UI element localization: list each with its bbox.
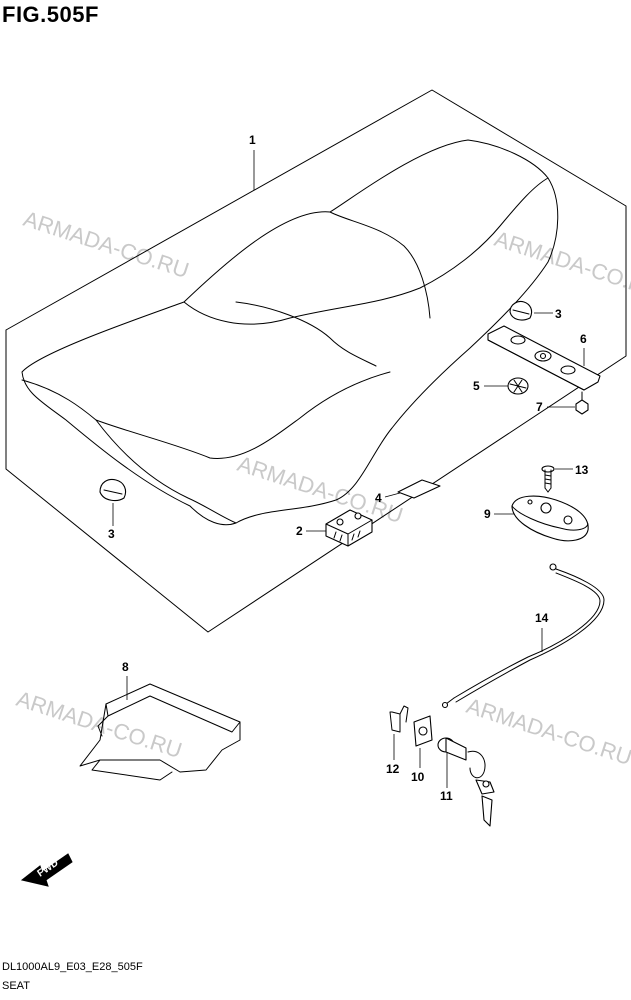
callout-9: 9: [484, 507, 491, 521]
leader-4: [384, 492, 401, 498]
assembly-frame: [5, 89, 627, 633]
callout-3b: 3: [555, 307, 562, 321]
callout-7: 7: [536, 400, 543, 414]
figure-title: FIG.505F: [2, 2, 99, 27]
callout-10: 10: [411, 770, 425, 784]
watermark-2: ARMADA-CO.RU: [491, 226, 631, 303]
figure-subtitle: SEAT: [2, 980, 30, 992]
screw: [541, 465, 555, 493]
callout-11: 11: [440, 789, 453, 803]
callout-1: 1: [249, 133, 256, 147]
callout-12: 12: [386, 762, 400, 776]
watermark-3: ARMADA-CO.RU: [234, 451, 406, 528]
lock-plate: [413, 715, 433, 747]
callout-5: 5: [473, 379, 480, 393]
nut: [575, 391, 589, 415]
seat-bracket-plate: [487, 325, 601, 391]
callout-2: 2: [296, 524, 303, 538]
seat-body: [21, 139, 559, 526]
grommet: [507, 377, 529, 395]
lock-clip: [389, 705, 409, 733]
callout-4: 4: [375, 491, 382, 505]
figure-code: DL1000AL9_E03_E28_505F: [2, 961, 143, 973]
fwd-arrow: FWD: [20, 853, 73, 887]
lock-bracket: [325, 509, 373, 547]
key-lock: [437, 737, 495, 827]
under-tray: [79, 683, 241, 781]
watermark-5: ARMADA-CO.RU: [463, 693, 631, 770]
rubber-bumper-right: [509, 300, 533, 321]
callout-13: 13: [575, 463, 589, 477]
watermark-1: ARMADA-CO.RU: [20, 206, 192, 283]
rubber-bumper-left: [99, 478, 127, 502]
caution-label: [397, 479, 441, 499]
callout-6: 6: [580, 332, 587, 346]
release-cable: [441, 563, 605, 709]
callout-8: 8: [122, 660, 129, 674]
callout-14: 14: [535, 611, 549, 625]
seat-lock: [511, 495, 589, 542]
callout-3a: 3: [108, 527, 115, 541]
